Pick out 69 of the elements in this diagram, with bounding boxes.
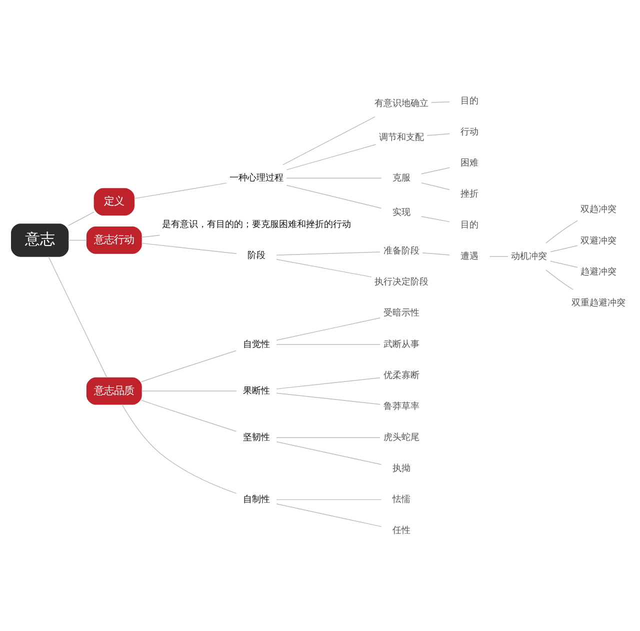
node-box: 定义 (94, 188, 134, 215)
node-text: 任性 (392, 526, 410, 536)
connector (141, 390, 237, 391)
node-text: 困难 (460, 158, 479, 168)
connector (276, 258, 372, 277)
connector (134, 182, 227, 198)
node-text: 虎头蛇尾 (383, 432, 420, 442)
connector (276, 440, 382, 464)
node-text: 怯懦 (392, 494, 410, 504)
node-text: 果断性 (242, 386, 270, 396)
node-box: 意志行动 (86, 226, 142, 254)
node-text: 双避冲突 (580, 236, 617, 246)
node-text: 优柔寡断 (383, 370, 420, 380)
connector (286, 184, 382, 208)
connector (550, 244, 578, 252)
node-text: 坚韧性 (242, 432, 270, 442)
node-text: 挫折 (460, 189, 479, 200)
connector (141, 234, 160, 238)
connector (422, 252, 450, 255)
connector (421, 182, 450, 190)
node-text: 实现 (392, 208, 410, 218)
connector (122, 404, 237, 494)
connector (276, 498, 382, 500)
node-text: 双重趋避冲突 (572, 298, 626, 308)
node-text: 调节和支配 (378, 132, 424, 142)
connector (421, 216, 450, 222)
connector (546, 269, 574, 290)
connector (141, 350, 237, 382)
node-text: 目的 (460, 96, 479, 106)
connector (68, 239, 88, 240)
node-box: 意志 (11, 223, 69, 256)
node-text: 是有意识，有目的的；要克服困难和挫折的行动 (162, 220, 351, 230)
node-text: 执行决定阶段 (374, 277, 428, 288)
connector (431, 101, 450, 102)
connector (282, 116, 376, 165)
connector (276, 503, 382, 526)
connector (276, 376, 381, 389)
connector (141, 242, 237, 254)
node-text: 遭遇 (460, 251, 479, 262)
connector (421, 166, 450, 174)
node-box: 意志品质 (86, 376, 142, 404)
connector (141, 399, 237, 432)
connector (426, 132, 450, 136)
node-text: 双趋冲突 (580, 204, 617, 215)
node-text: 准备阶段 (383, 246, 420, 256)
node-text: 武断从事 (383, 339, 420, 350)
connector (276, 316, 381, 340)
node-text: 受暗示性 (383, 308, 420, 318)
node-text: 自制性 (242, 494, 270, 504)
connector (276, 251, 381, 256)
connector (276, 392, 381, 404)
connector (68, 211, 94, 226)
connector (276, 436, 381, 438)
node-text: 克服 (392, 172, 410, 183)
connector (286, 177, 382, 178)
connector (48, 256, 108, 378)
node-text: 一种心理过程 (229, 172, 284, 183)
node-text: 鲁莽草率 (383, 401, 420, 412)
node-text: 目的 (460, 220, 479, 230)
node-text: 自觉性 (242, 339, 270, 350)
connector (546, 220, 578, 243)
node-text: 趋避冲突 (580, 266, 617, 277)
connector (550, 260, 578, 268)
node-text: 动机冲突 (511, 251, 548, 262)
node-text: 有意识地确立 (374, 98, 428, 108)
node-text: 行动 (460, 127, 479, 138)
connector (286, 144, 376, 170)
node-text: 执拗 (392, 463, 410, 474)
node-text: 阶段 (247, 250, 266, 261)
